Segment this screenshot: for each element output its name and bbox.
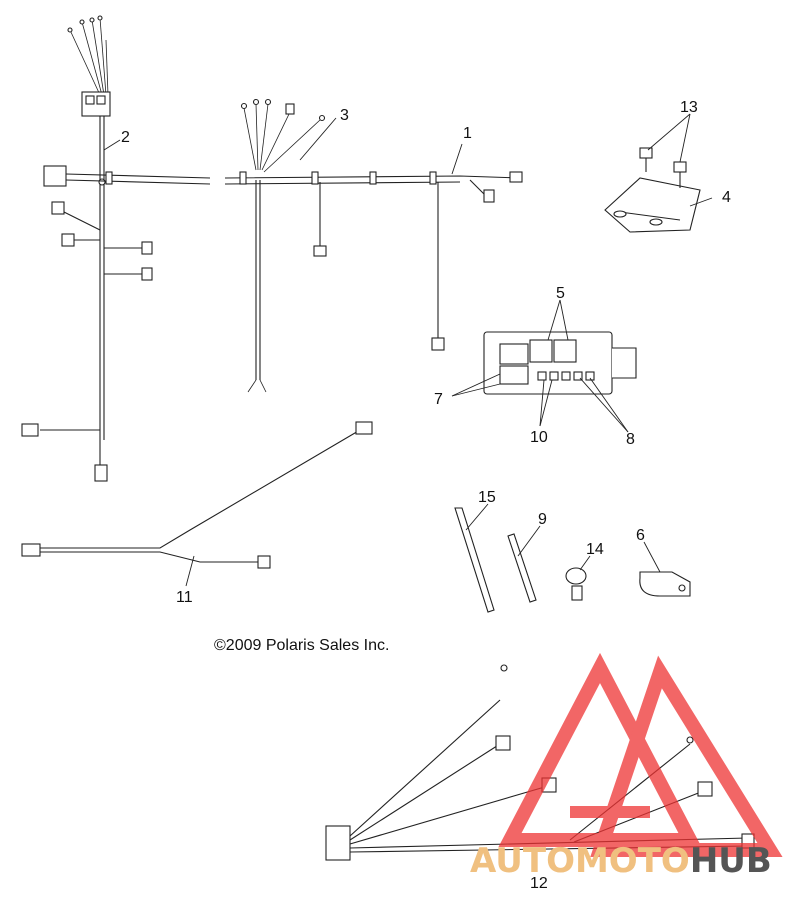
cable-tie-part-15 <box>454 507 495 613</box>
callout-15: 15 <box>478 489 496 506</box>
watermark-text-a: AUTOMOTO <box>470 841 690 881</box>
clip-part-14 <box>565 567 587 601</box>
callout-9: 9 <box>538 511 547 528</box>
clamp-part-6 <box>639 571 691 597</box>
watermark-text: AUTOMOTOHUB <box>470 841 772 881</box>
callout-2: 2 <box>121 129 130 146</box>
harness-part-12 <box>325 664 755 861</box>
harness-part-2 <box>21 15 153 482</box>
leader-lines <box>103 113 713 587</box>
callout-8: 8 <box>626 431 635 448</box>
harness-part-1 <box>43 165 523 351</box>
callout-11: 11 <box>176 589 193 606</box>
harness-part-3 <box>240 98 326 393</box>
callout-labels: 1 2 3 4 5 6 7 8 9 10 11 12 13 14 15 <box>121 99 731 892</box>
callout-1: 1 <box>463 125 472 142</box>
callout-4: 4 <box>722 189 731 206</box>
callout-13: 13 <box>680 99 698 116</box>
watermark-text-b: HUB <box>690 841 772 881</box>
callout-3: 3 <box>340 107 349 124</box>
callout-14: 14 <box>586 541 604 558</box>
callout-5: 5 <box>556 285 565 302</box>
callout-6: 6 <box>636 527 645 544</box>
fuse-box <box>483 331 637 395</box>
cable-tie-part-9 <box>507 533 537 603</box>
callout-10: 10 <box>530 429 548 446</box>
copyright-text: ©2009 Polaris Sales Inc. <box>214 637 389 654</box>
watermark-logo <box>498 652 783 857</box>
bolts-part-13 <box>639 147 687 188</box>
callout-7: 7 <box>434 391 443 408</box>
bracket-part-4 <box>604 177 701 233</box>
callout-12: 12 <box>530 875 548 892</box>
harness-part-11 <box>21 421 373 569</box>
